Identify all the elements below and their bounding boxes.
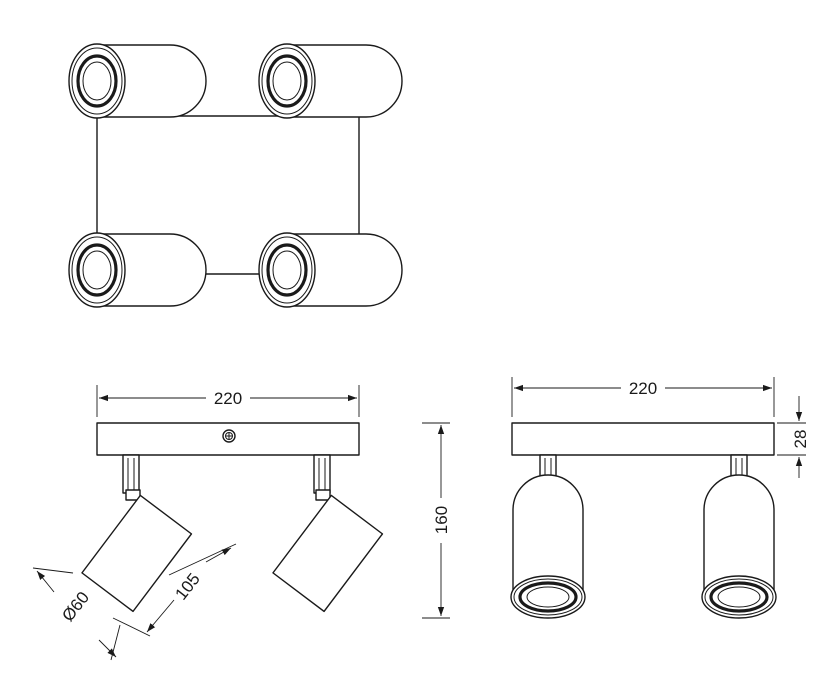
top-view <box>68 43 403 308</box>
dim-front-width-label: 220 <box>214 389 242 408</box>
dim-side-width: 220 <box>511 377 775 417</box>
dim-side-width-label: 220 <box>629 379 657 398</box>
dim-head-length-label: 105 <box>171 570 203 604</box>
dim-front-width: 220 <box>96 385 360 417</box>
front-view-head-right <box>272 494 384 613</box>
side-view-base-plate <box>511 422 775 456</box>
dim-base-thickness: 28 <box>777 396 810 478</box>
dim-height-label: 160 <box>432 506 451 534</box>
front-view-arm-left <box>122 454 141 501</box>
top-view-spot-1 <box>68 43 207 119</box>
front-view: 220 160 105 Ø60 <box>32 385 451 661</box>
front-view-head-left <box>81 494 193 613</box>
top-view-plate <box>96 115 360 275</box>
dim-base-thickness-label: 28 <box>791 430 810 449</box>
screw-icon <box>222 429 236 443</box>
side-view-spot-left <box>510 454 586 619</box>
front-view-arm-right <box>313 454 331 501</box>
top-view-spot-4 <box>258 232 403 308</box>
side-view-spot-right <box>701 454 777 619</box>
front-view-base-plate <box>96 422 360 456</box>
side-view: 220 28 <box>510 377 810 619</box>
top-view-spot-3 <box>68 232 207 308</box>
top-view-spot-2 <box>258 43 403 119</box>
dim-height: 160 <box>422 422 451 619</box>
dim-head-diameter-label: Ø60 <box>58 588 93 625</box>
